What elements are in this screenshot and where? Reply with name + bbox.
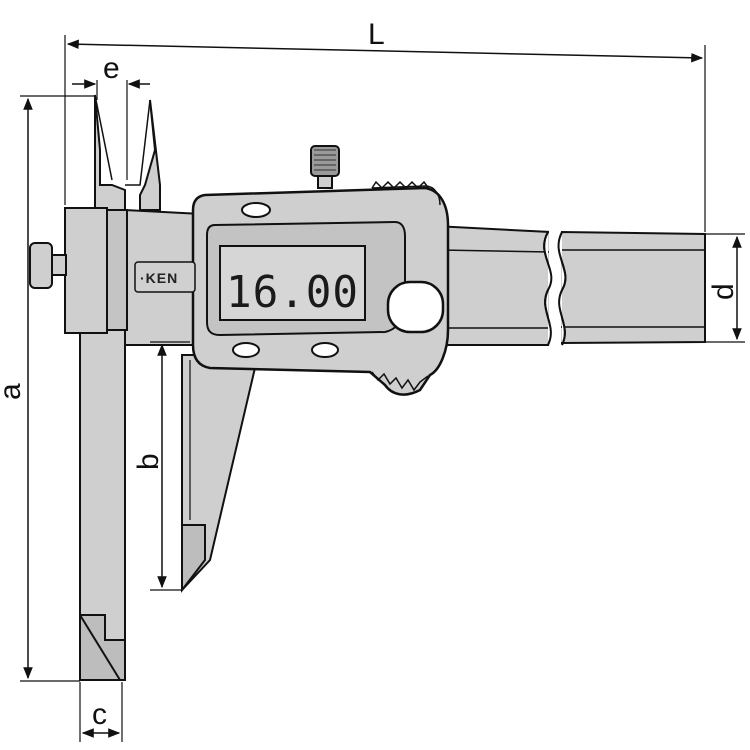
movable-jaw	[125, 99, 260, 593]
lcd-screen	[219, 245, 366, 321]
display-housing: 16.00	[191, 145, 450, 396]
dimension-b: b	[132, 341, 190, 591]
thumb-hole	[386, 280, 445, 334]
button-top	[241, 202, 271, 218]
button-bottom-right	[311, 342, 339, 358]
label-c: c	[92, 698, 107, 731]
dimension-a: a	[0, 95, 95, 682]
label-e: e	[103, 52, 120, 85]
lcd-reading: 16.00	[226, 267, 359, 318]
button-bottom-left	[232, 342, 260, 358]
label-b: b	[132, 453, 165, 470]
dimension-d: d	[705, 233, 745, 343]
label-d: d	[707, 283, 740, 300]
beam-break	[543, 228, 567, 348]
fixed-jaw	[29, 94, 128, 681]
dimension-c: c	[79, 682, 123, 742]
dimension-e: e	[72, 52, 150, 180]
label-L: L	[368, 18, 385, 51]
lock-screw-stem	[317, 175, 333, 189]
brand-logo-text: ·KEN	[140, 270, 178, 286]
label-a: a	[0, 383, 27, 400]
brand-logo: ·KEN	[134, 261, 196, 293]
dimension-L: L	[64, 18, 706, 232]
